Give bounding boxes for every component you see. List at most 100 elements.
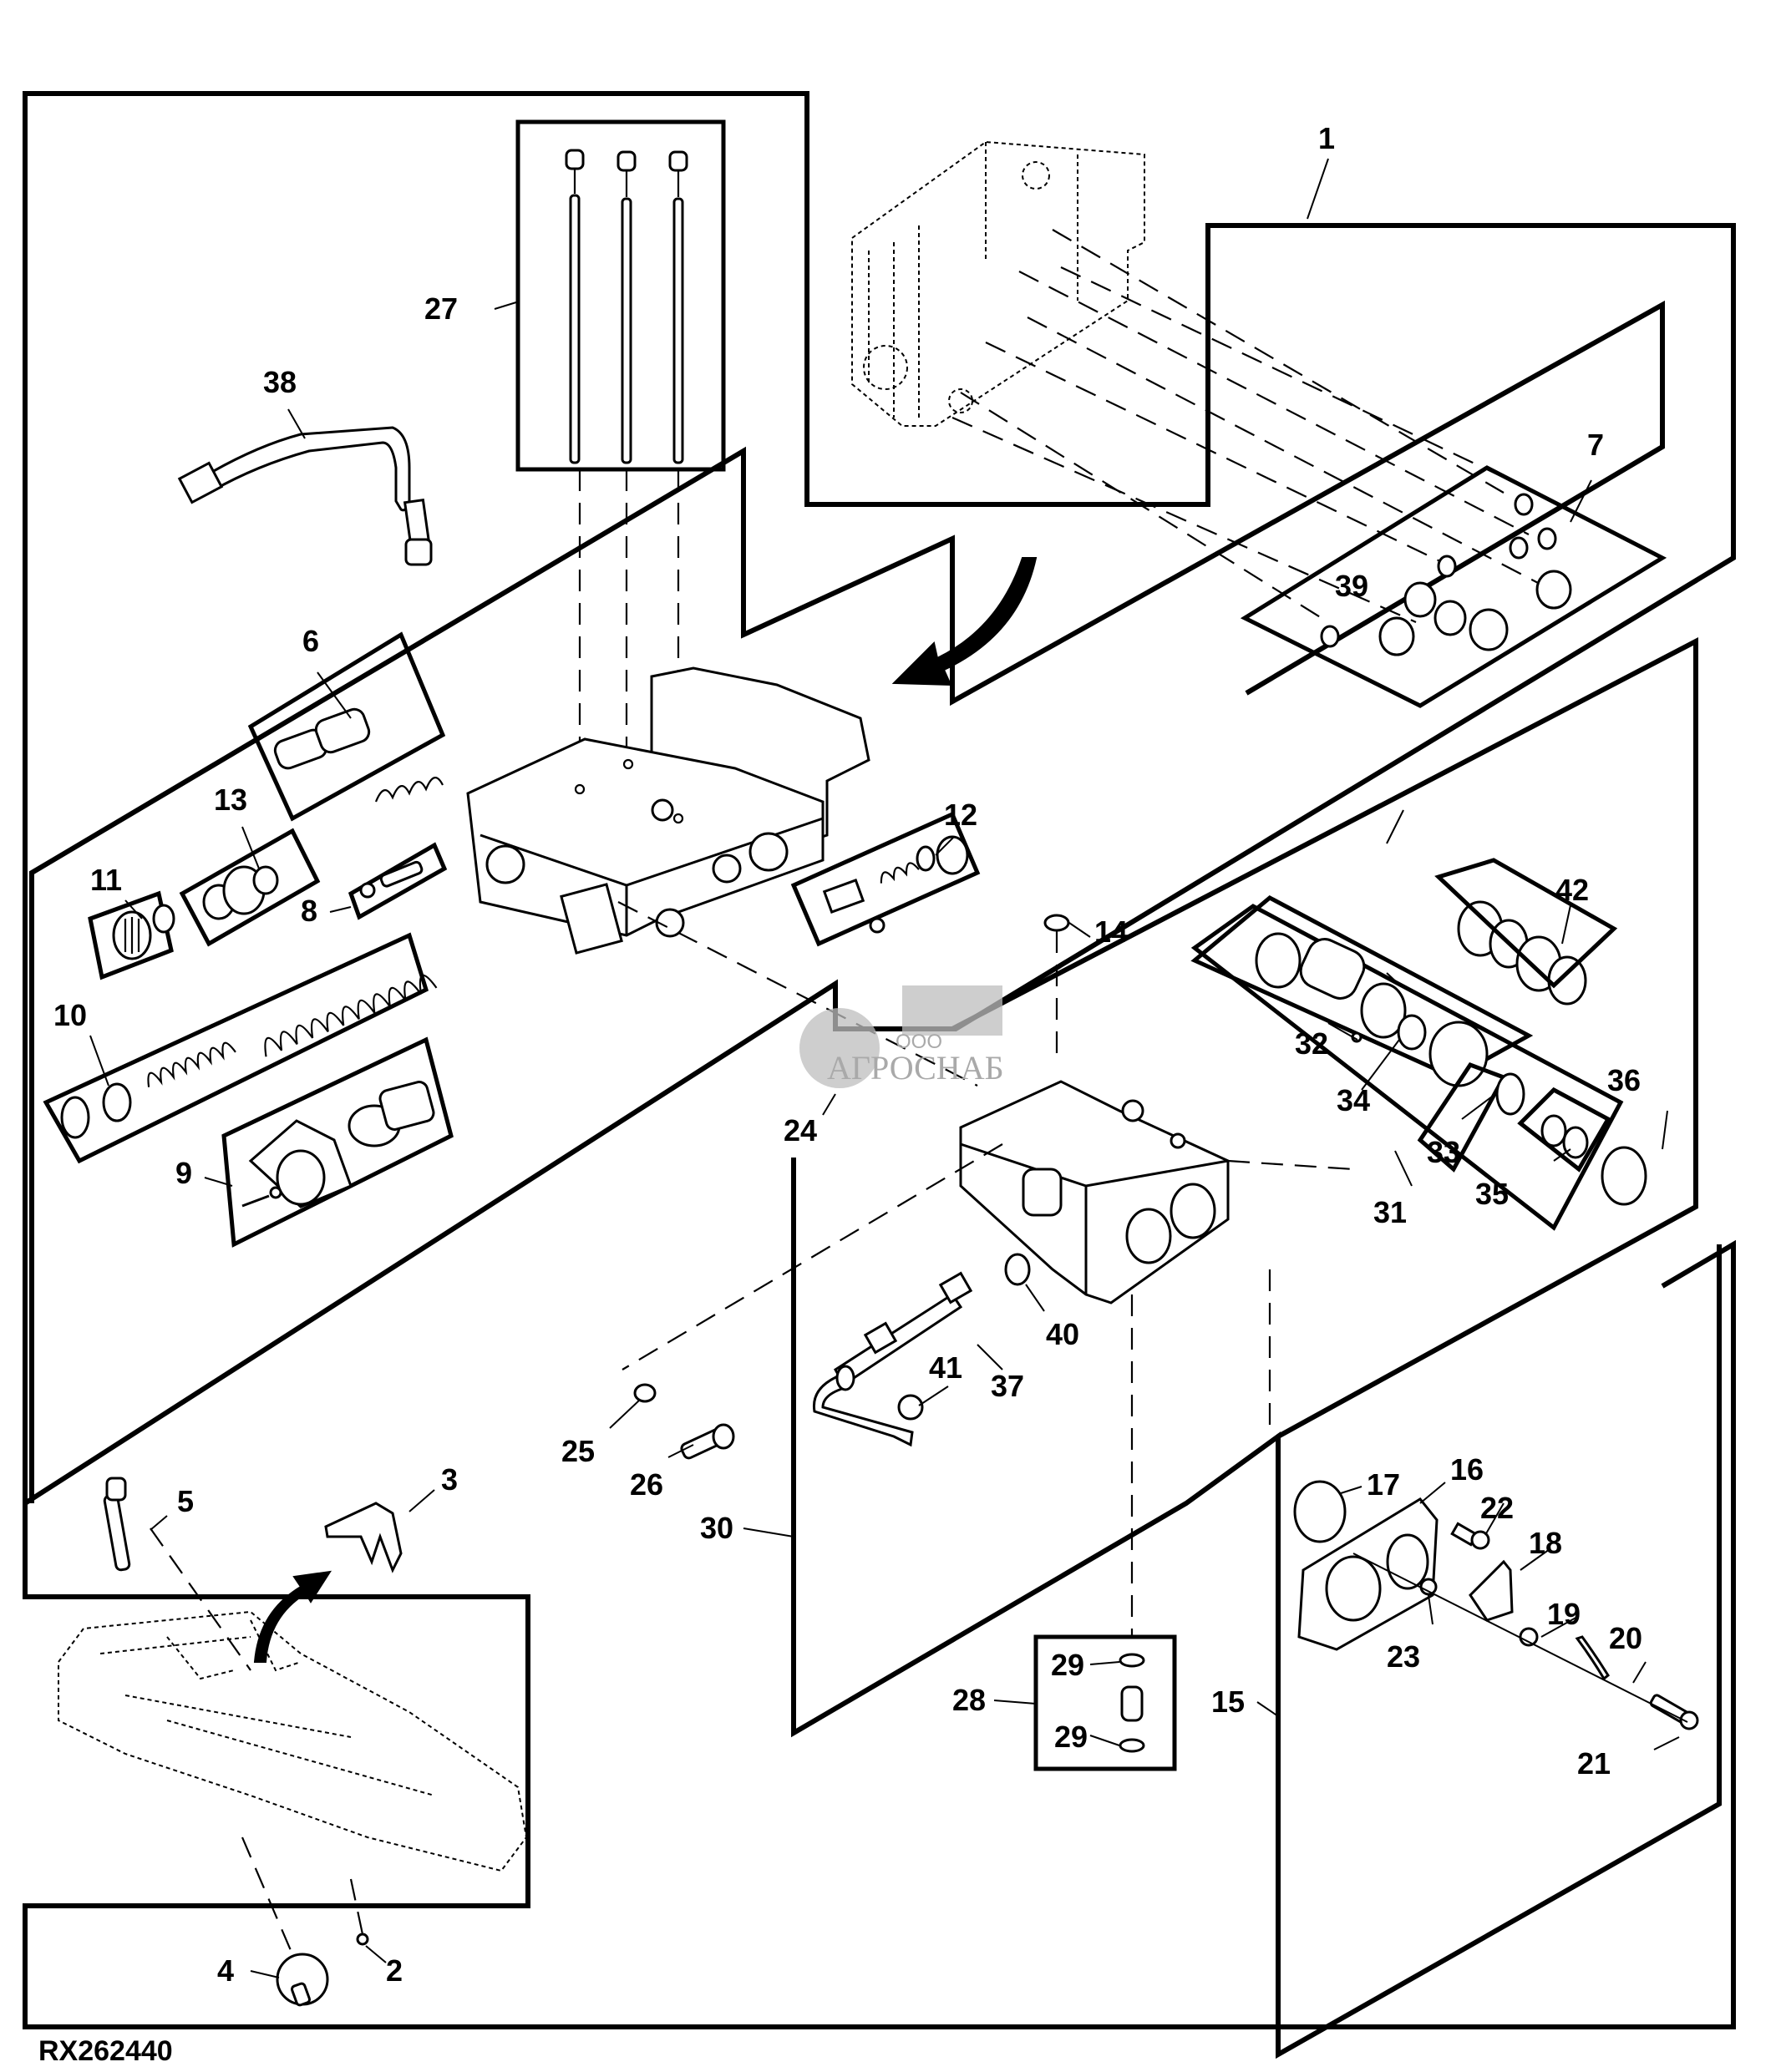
- callout-26: 26: [630, 1467, 663, 1502]
- frame-bottom-right: [791, 1158, 1722, 2059]
- callout-18: 18: [1529, 1526, 1562, 1560]
- hose-38: [177, 426, 433, 566]
- callout-14: 14: [1094, 914, 1128, 949]
- callout-10: 10: [53, 998, 87, 1032]
- callout-40: 40: [1046, 1317, 1079, 1351]
- callout-19: 19: [1547, 1597, 1581, 1631]
- callout-2: 2: [386, 1953, 403, 1988]
- callout-21: 21: [1577, 1746, 1611, 1781]
- frame-step-upper: [29, 300, 1665, 1503]
- part-3-bracket: [324, 1502, 403, 1573]
- watermark-logo: ООО АГРОСНАБ: [799, 985, 1004, 1088]
- orings-7: [1320, 493, 1572, 656]
- callout-13: 13: [214, 783, 247, 817]
- tie-rods: [565, 149, 688, 464]
- callout-31: 31: [1373, 1195, 1407, 1229]
- box-35: [1517, 1087, 1611, 1173]
- callout-39: 39: [1335, 569, 1368, 603]
- box-6-group: [247, 631, 446, 822]
- part-4-knob: [276, 1953, 329, 2007]
- box-31: [1190, 904, 1624, 1231]
- oring-33: [1495, 1072, 1525, 1116]
- handle-18: [1469, 1559, 1514, 1622]
- seal-17: [1293, 1480, 1347, 1543]
- callout-23: 23: [1387, 1639, 1420, 1674]
- callout-1: 1: [1318, 121, 1335, 155]
- part-5-lever: [103, 1477, 131, 1572]
- box-12: [790, 811, 981, 947]
- ring-36: [1601, 1146, 1647, 1206]
- callout-8: 8: [301, 894, 317, 928]
- part-13-rings: [202, 865, 279, 920]
- springs-10: [60, 974, 438, 1139]
- callout-37: 37: [991, 1369, 1024, 1403]
- callout-29a: 29: [1051, 1648, 1084, 1682]
- part-9-cover: [241, 1081, 435, 1208]
- callout-12: 12: [944, 798, 977, 832]
- part-2-screw: [356, 1933, 369, 1946]
- callout-5: 5: [177, 1484, 194, 1518]
- bolt-22: [1450, 1522, 1490, 1550]
- callout-42: 42: [1555, 873, 1589, 907]
- frame-lower-left: [23, 1239, 1736, 2029]
- washer-25: [633, 1383, 657, 1403]
- callout-30: 30: [700, 1511, 733, 1545]
- callout-32: 32: [1295, 1026, 1328, 1061]
- callout-29b: 29: [1054, 1720, 1088, 1754]
- callout-3: 3: [441, 1462, 458, 1497]
- lower-valve-body: [959, 1080, 1230, 1304]
- box-13: [179, 828, 321, 947]
- pin-21: [1649, 1694, 1699, 1730]
- part-29: [1119, 1653, 1145, 1753]
- part-11-plug: [112, 904, 175, 960]
- callout-25: 25: [561, 1434, 595, 1468]
- callout-34: 34: [1337, 1083, 1370, 1117]
- ghost-hood: [58, 1610, 528, 1872]
- callout-11: 11: [90, 863, 122, 897]
- ghost-leader-lines: [951, 229, 1555, 624]
- oring-41: [897, 1394, 924, 1421]
- box-42-outline: [1434, 858, 1618, 989]
- part-6-spool: [273, 707, 371, 770]
- oring-40: [1004, 1253, 1031, 1286]
- callout-27: 27: [424, 291, 458, 326]
- spool-31: [1255, 932, 1489, 1087]
- box-8: [348, 842, 448, 920]
- watermark-name: АГРОСНАБ: [827, 1049, 1004, 1087]
- box-9: [221, 1036, 454, 1248]
- box-11: [88, 890, 174, 980]
- callout-6: 6: [302, 624, 319, 658]
- frame-main-left: [23, 91, 1736, 1508]
- box-27: [515, 119, 726, 472]
- assembly-arrow-icon: [891, 557, 1038, 686]
- leader-lines: [89, 158, 1680, 1978]
- part-14-ball: [1043, 914, 1070, 932]
- box-springs: [43, 932, 429, 1164]
- callout-35: 35: [1475, 1177, 1509, 1211]
- callout-15: 15: [1211, 1684, 1245, 1719]
- bolt-26: [680, 1423, 735, 1460]
- install-arrow-icon: [253, 1570, 332, 1663]
- callout-17: 17: [1367, 1467, 1400, 1502]
- watermark-prefix: ООО: [896, 1031, 942, 1053]
- clip-20: [1575, 1635, 1610, 1681]
- box-42: [1190, 895, 1534, 1080]
- ghost-valve-stack: [851, 140, 1145, 427]
- callout-9: 9: [175, 1156, 192, 1190]
- callout-22: 22: [1480, 1491, 1514, 1525]
- part-spring-small: [374, 777, 444, 803]
- valve-body: [466, 666, 870, 955]
- callout-4: 4: [217, 1953, 234, 1988]
- part-12-relief: [822, 835, 969, 934]
- callout-28: 28: [952, 1683, 986, 1717]
- part-37-fitting: [812, 1271, 973, 1447]
- callout-7: 7: [1587, 428, 1604, 462]
- callout-16: 16: [1450, 1452, 1484, 1487]
- rings-35: [1540, 1114, 1589, 1159]
- callout-41: 41: [929, 1350, 962, 1385]
- frame-right-middle: [951, 637, 1698, 1439]
- callout-20: 20: [1609, 1621, 1642, 1655]
- callouts: 1 2 3 4 5 6 7 8 9 10 11 12 13 14 15 16 1…: [53, 121, 1642, 1988]
- callout-36: 36: [1607, 1063, 1641, 1097]
